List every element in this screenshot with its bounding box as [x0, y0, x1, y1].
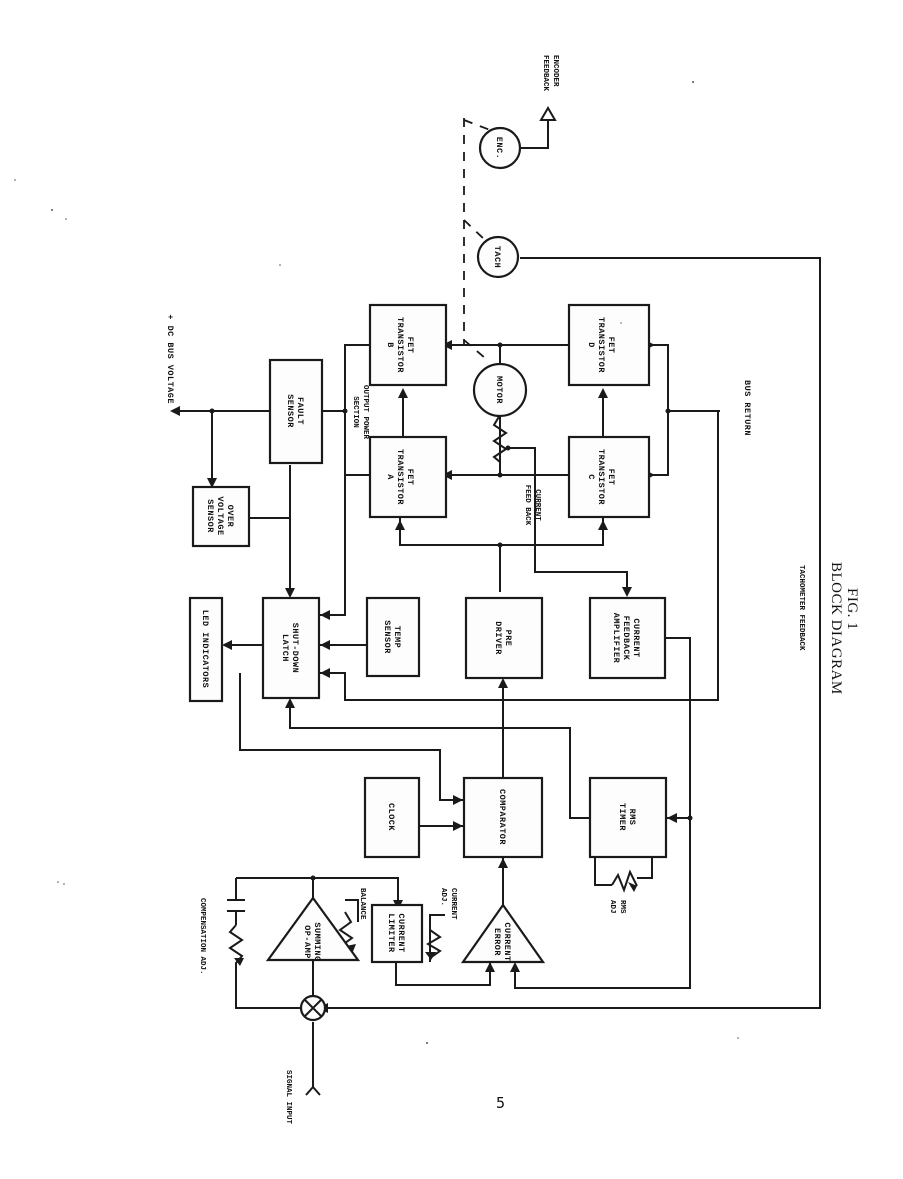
svg-text:FETTRANSISTORB: FETTRANSISTORB — [385, 317, 415, 373]
fault-sensor: FAULTSENSOR — [268, 358, 324, 465]
fet-transistor-c: FETTRANSISTORC — [567, 435, 651, 519]
led-indicators: LED INDICATORS — [188, 596, 224, 703]
svg-text:CURRENTLIMITER: CURRENTLIMITER — [386, 913, 406, 953]
svg-text:LED INDICATORS: LED INDICATORS — [200, 610, 210, 688]
svg-text:CURRENTERROR: CURRENTERROR — [492, 922, 512, 961]
svg-text:+ DC BUS VOLTAGE: + DC BUS VOLTAGE — [165, 314, 175, 404]
diagram-labels: + DC BUS VOLTAGE OUTPUT POWERSECTION CUR… — [165, 55, 860, 1125]
bus-return-label: BUS RETURN — [742, 380, 752, 436]
current-feed-back-label: CURRENTFEED BACK — [523, 485, 541, 526]
rms-timer: RMSTIMER — [588, 776, 668, 859]
clock: CLOCK — [363, 776, 421, 859]
temp-sensor: TEMPSENSOR — [365, 596, 421, 678]
signal-input-label: SIGNAL INPUT — [284, 1070, 292, 1125]
svg-text:BUS RETURN: BUS RETURN — [742, 380, 752, 436]
output-power-section-label: OUTPUT POWERSECTION — [351, 385, 369, 440]
svg-text:TEMPSENSOR: TEMPSENSOR — [382, 620, 402, 654]
svg-text:BLOCK DIAGRAM: BLOCK DIAGRAM — [828, 562, 844, 695]
svg-text:TACH: TACH — [492, 246, 502, 268]
summing-op-amp: SUMMINGOP-AMP — [265, 896, 361, 962]
rms-adj-label: RMSADJ — [608, 900, 626, 914]
svg-text:FETTRANSISTORA: FETTRANSISTORA — [385, 449, 415, 505]
svg-text:TACHOMETER FEEDBACK: TACHOMETER FEEDBACK — [797, 565, 805, 651]
svg-text:CURRENTADJ.: CURRENTADJ. — [439, 888, 457, 920]
fet-transistor-a: FETTRANSISTORA — [368, 435, 448, 519]
svg-text:CURRENTFEED BACK: CURRENTFEED BACK — [523, 485, 541, 526]
svg-text:MOTOR: MOTOR — [494, 376, 504, 404]
summing-junction — [299, 994, 327, 1022]
svg-text:COMPENSATION ADJ.: COMPENSATION ADJ. — [198, 898, 206, 975]
svg-text:PREDRIVER: PREDRIVER — [493, 621, 513, 655]
current-feedback-amplifier: CURRENTFEEDBACKAMPLIFIER — [588, 596, 667, 680]
svg-text:FETTRANSISTORD: FETTRANSISTORD — [586, 317, 616, 373]
encoder: ENC. — [478, 126, 522, 170]
figure-title: BLOCK DIAGRAM — [828, 562, 844, 695]
svg-text:ENCODERFEEDBACK: ENCODERFEEDBACK — [541, 55, 559, 92]
svg-text:SUMMINGOP-AMP: SUMMINGOP-AMP — [302, 922, 322, 961]
svg-text:SHUT-DOWNLATCH: SHUT-DOWNLATCH — [280, 623, 300, 673]
svg-text:FETTRANSISTORC: FETTRANSISTORC — [586, 449, 616, 505]
svg-text:RMSTIMER: RMSTIMER — [617, 803, 637, 831]
svg-text:FIG. 1: FIG. 1 — [844, 588, 860, 630]
svg-text:BALANCE: BALANCE — [358, 888, 366, 920]
encoder-feedback-label: ENCODERFEEDBACK — [541, 55, 559, 92]
page-number: 5 — [496, 1094, 505, 1112]
tachometer-feedback-label: TACHOMETER FEEDBACK — [797, 565, 805, 651]
scan-specks — [14, 81, 739, 1044]
shut-down-latch: SHUT-DOWNLATCH — [261, 596, 321, 700]
current-error-amp: CURRENTERROR — [460, 903, 546, 964]
dc-bus-voltage-label: + DC BUS VOLTAGE — [165, 314, 175, 404]
svg-text:OUTPUT POWERSECTION: OUTPUT POWERSECTION — [351, 385, 369, 440]
over-voltage-sensor: OVERVOLTAGESENSOR — [191, 485, 251, 548]
fet-transistor-b: FETTRANSISTORB — [368, 303, 448, 387]
current-limiter: CURRENTLIMITER — [370, 903, 424, 964]
svg-text:ENC.: ENC. — [494, 137, 504, 159]
svg-text:RMSADJ: RMSADJ — [608, 900, 626, 914]
pre-driver: PREDRIVER — [464, 596, 544, 680]
fet-transistor-d: FETTRANSISTORD — [567, 303, 651, 387]
comparator: COMPARATOR — [462, 776, 544, 859]
motor: MOTOR — [472, 362, 528, 418]
wiring — [180, 118, 821, 1096]
svg-text:CLOCK: CLOCK — [386, 803, 396, 831]
current-adj-label: CURRENTADJ. — [439, 888, 457, 920]
tachometer: TACH — [476, 235, 520, 279]
compensation-adj-label: COMPENSATION ADJ. — [198, 898, 206, 975]
svg-text:OVERVOLTAGESENSOR: OVERVOLTAGESENSOR — [205, 496, 235, 535]
svg-text:COMPARATOR: COMPARATOR — [497, 789, 507, 845]
svg-text:CURRENTFEEDBACKAMPLIFIER: CURRENTFEEDBACKAMPLIFIER — [611, 613, 641, 664]
balance-label: BALANCE — [358, 888, 366, 920]
svg-text:FAULTSENSOR: FAULTSENSOR — [285, 394, 305, 428]
svg-text:SIGNAL INPUT: SIGNAL INPUT — [284, 1070, 292, 1125]
figure-subtitle: FIG. 1 — [844, 588, 860, 630]
